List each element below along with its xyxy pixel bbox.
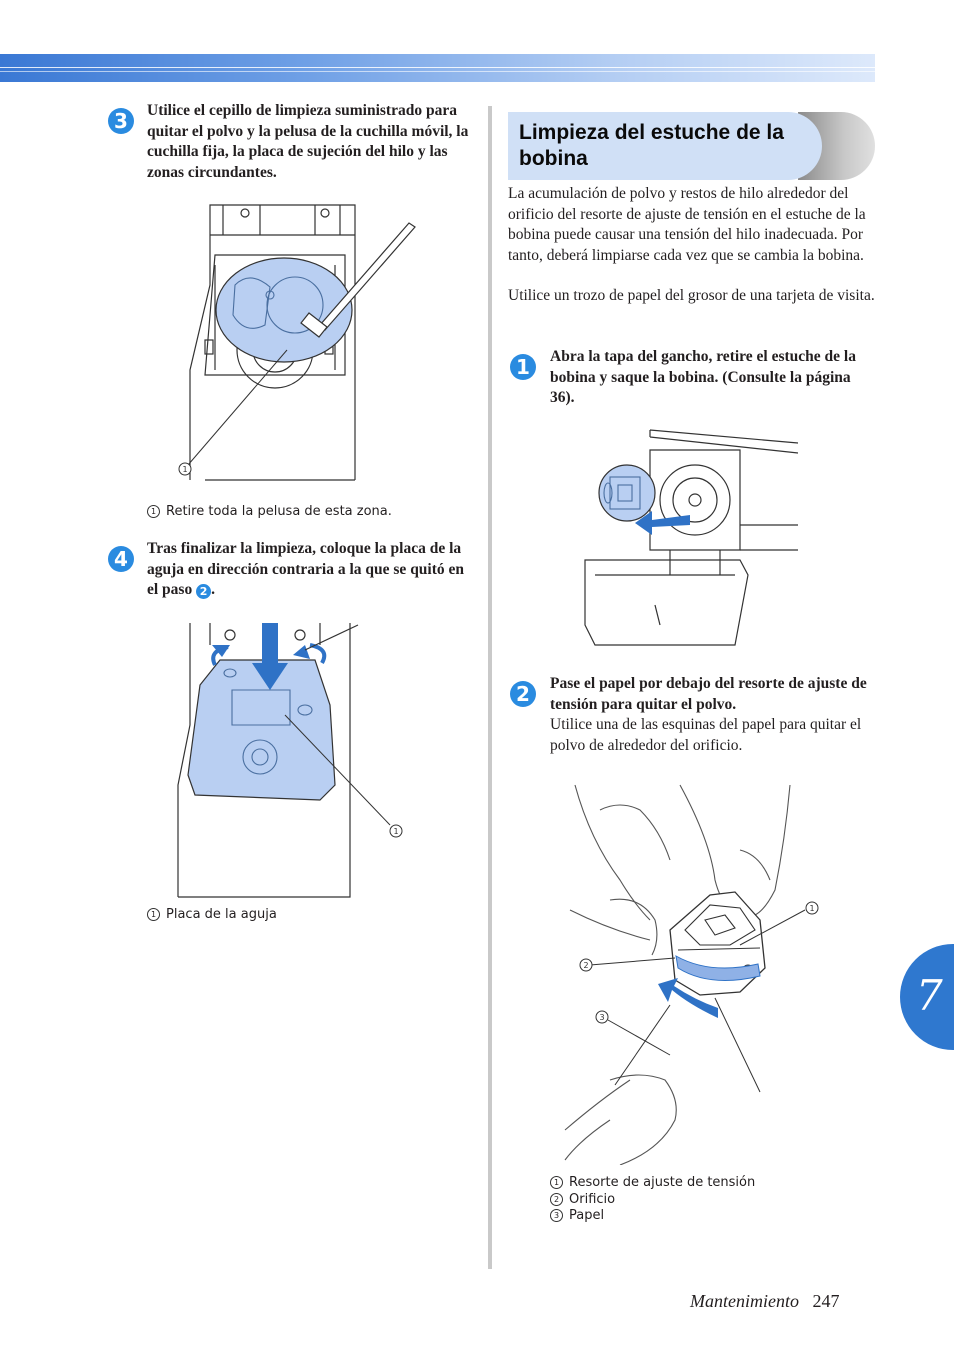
figure-clean-tension-spring: 1 2 3 [564, 784, 819, 1165]
step2-text: Utilice una de las esquinas del papel pa… [550, 716, 862, 754]
caption-number-1: 1 [147, 505, 160, 518]
callout-3-fig4: 3 [599, 1013, 604, 1022]
callout-1-fig1: 1 [182, 465, 187, 474]
step-ref-2: 2 [196, 584, 212, 599]
step1-text: Abra la tapa del gancho, retire el estuc… [550, 348, 856, 406]
step4-text: Tras finalizar la limpieza, coloque la p… [147, 540, 465, 599]
caption-number-2: 2 [550, 1193, 563, 1206]
step-number-1: 1 [510, 354, 536, 380]
section-title: Limpieza del estuche de la bobina [519, 121, 784, 170]
step3-text: Utilice el cepillo de limpieza suministr… [147, 102, 469, 181]
figure4-caption-2: 2 Orificio [550, 1191, 615, 1208]
figure1-caption: 1 Retire toda la pelusa de esta zona. [147, 503, 392, 520]
step-number-4: 4 [108, 546, 134, 572]
figure-remove-bobbin-case [584, 429, 799, 646]
callout-1-fig4: 1 [809, 904, 814, 913]
figure-cleaning-brush: 1 [178, 204, 416, 481]
caption-text: Orificio [569, 1192, 616, 1207]
caption-text: Resorte de ajuste de tensión [569, 1175, 756, 1190]
chapter-number: 7 [916, 971, 943, 1020]
caption-number-3: 3 [550, 1209, 563, 1222]
page-footer: Mantenimiento 247 [690, 1291, 880, 1312]
step-number-2: 2 [510, 681, 536, 707]
section-heading: Limpieza del estuche de la bobina [508, 112, 875, 180]
heading-box [508, 112, 822, 180]
figure-needle-plate: 1 [177, 623, 403, 898]
caption-text: Placa de la aguja [166, 907, 277, 922]
column-divider [488, 106, 492, 1269]
caption-number-1: 1 [147, 908, 160, 921]
header-banner [0, 54, 875, 82]
callout-2-fig4: 2 [583, 961, 588, 970]
intro-paragraph-1: La acumulación de polvo y restos de hilo… [508, 185, 866, 264]
callout-1-fig2: 1 [393, 827, 398, 836]
step2-bold-text: Pase el papel por debajo del resorte de … [550, 675, 867, 713]
step-number-3: 3 [108, 108, 134, 134]
figure4-caption-1: 1 Resorte de ajuste de tensión [550, 1174, 755, 1191]
caption-text: Retire toda la pelusa de esta zona. [166, 504, 392, 519]
chapter-tab: 7 [900, 944, 954, 1050]
footer-section: Mantenimiento [690, 1291, 799, 1311]
caption-number-1: 1 [550, 1176, 563, 1189]
figure4-caption-3: 3 Papel [550, 1207, 604, 1224]
caption-text: Papel [569, 1208, 605, 1223]
intro-paragraph-2: Utilice un trozo de papel del grosor de … [508, 287, 875, 304]
figure2-caption: 1 Placa de la aguja [147, 906, 277, 923]
page-number: 247 [812, 1291, 840, 1311]
